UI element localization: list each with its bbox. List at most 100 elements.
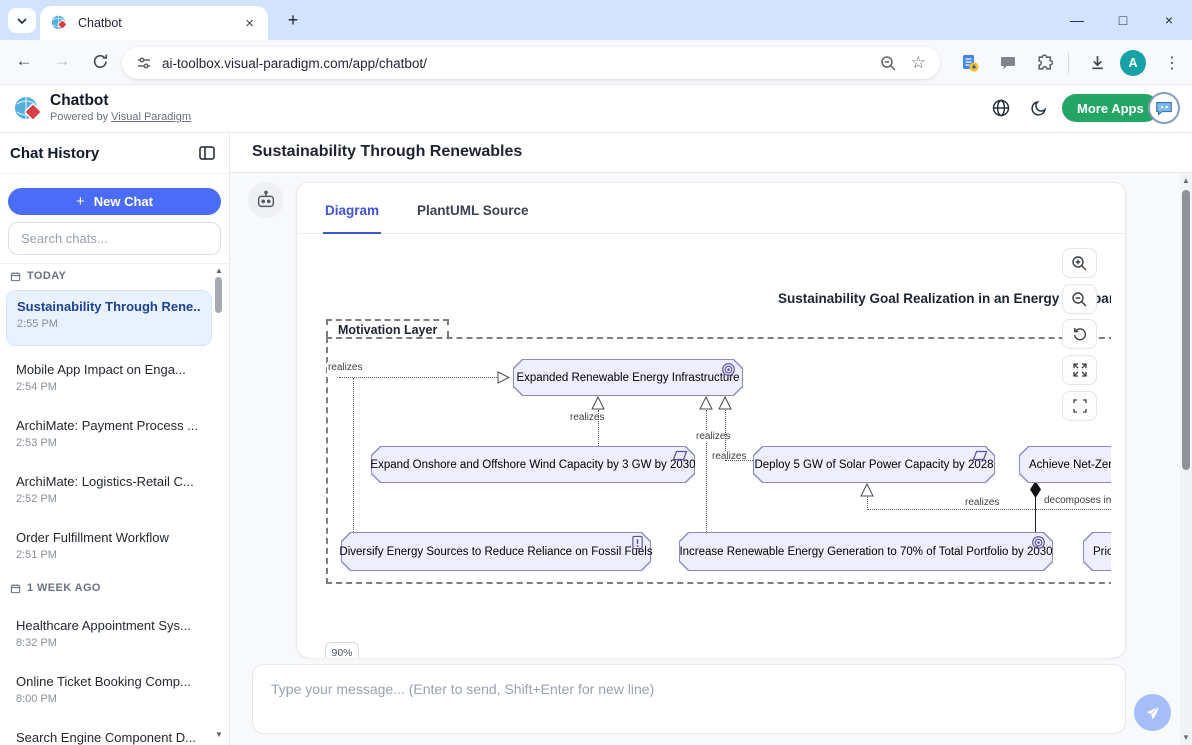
plus-icon: + <box>76 193 85 210</box>
app-title: Chatbot <box>50 92 109 109</box>
realization-line <box>339 377 497 378</box>
calendar-icon <box>10 271 21 281</box>
chat-item[interactable]: Search Engine Component D... <box>16 730 196 745</box>
realization-arrowhead <box>591 395 605 410</box>
edge-label-realizes: realizes <box>327 362 364 374</box>
address-bar[interactable]: ai-toolbox.visual-paradigm.com/app/chatb… <box>122 47 940 79</box>
main-panel: Sustainability Through Renewables Diagra… <box>230 133 1192 745</box>
language-globe-icon[interactable] <box>991 98 1011 118</box>
goal-icon <box>721 362 736 382</box>
sidebar-title: Chat History <box>10 145 100 162</box>
bookmark-star-icon[interactable]: ☆ <box>910 53 926 72</box>
sidebar-collapse-icon[interactable] <box>198 144 216 167</box>
card-tabs: Diagram PlantUML Source <box>297 183 1125 234</box>
download-icon[interactable] <box>1085 40 1109 85</box>
edge-label-realizes: realizes <box>695 431 732 443</box>
goal-icon <box>1031 535 1046 555</box>
visual-paradigm-link[interactable]: Visual Paradigm <box>111 111 192 123</box>
requirement-node: Deploy 5 GW of Solar Power Capacity by 2… <box>753 446 995 483</box>
chat-item[interactable]: Mobile App Impact on Enga... 2:54 PM <box>16 362 186 393</box>
tab-plantuml-source[interactable]: PlantUML Source <box>417 203 529 218</box>
chat-item[interactable]: Order Fulfillment Workflow 2:51 PM <box>16 530 169 561</box>
chat-item[interactable]: Online Ticket Booking Comp... 8:00 PM <box>16 674 191 705</box>
docs-offline-icon[interactable] <box>958 40 982 85</box>
tab-diagram[interactable]: Diagram <box>323 203 382 234</box>
realization-line <box>725 460 753 461</box>
realization-line <box>867 497 868 510</box>
goal-node: Prior <box>1083 532 1111 571</box>
principle-icon <box>631 535 644 555</box>
chat-item[interactable]: ArchiMate: Payment Process ... 2:53 PM <box>16 418 199 449</box>
motivation-layer-boundary <box>326 337 1111 584</box>
tab-search-chevron-icon[interactable] <box>8 8 36 33</box>
sidebar-scrollbar-thumb[interactable] <box>215 277 222 313</box>
chat-item[interactable]: Healthcare Appointment Sys... 8:32 PM <box>16 618 191 649</box>
diagram-expand-button[interactable] <box>1062 355 1097 385</box>
diagram-zoom-level-badge: 90% <box>325 642 359 658</box>
new-chat-button[interactable]: + New Chat <box>8 188 221 215</box>
zoom-out-page-icon[interactable] <box>880 55 897 72</box>
diagram-reset-view-button[interactable] <box>1062 319 1097 349</box>
diagram-card: Diagram PlantUML Source Sustainability G… <box>296 182 1126 658</box>
search-chats-input[interactable] <box>8 222 221 255</box>
page-scroll-down-icon[interactable]: ▼ <box>1182 733 1190 742</box>
send-button[interactable] <box>1134 694 1171 731</box>
requirement-icon <box>972 449 988 468</box>
window-controls: — □ × <box>1054 0 1192 40</box>
chat-item-selected[interactable]: Sustainability Through Rene... 2:55 PM <box>6 290 212 346</box>
url-text[interactable]: ai-toolbox.visual-paradigm.com/app/chatb… <box>162 55 427 71</box>
sidebar-scroll-down-icon[interactable]: ▼ <box>215 730 223 739</box>
realization-line <box>353 378 354 532</box>
diagram-fullscreen-button[interactable] <box>1062 391 1097 421</box>
diagram-zoom-in-button[interactable] <box>1062 248 1097 278</box>
maximize-button[interactable]: □ <box>1118 12 1128 28</box>
extensions-puzzle-icon[interactable] <box>1033 40 1057 85</box>
goal-node: Increase Renewable Energy Generation to … <box>679 532 1053 571</box>
sidebar-divider <box>0 173 229 174</box>
chat-item[interactable]: ArchiMate: Logistics-Retail C... 2:52 PM <box>16 474 194 505</box>
browser-tab[interactable]: Chatbot × <box>40 6 268 40</box>
edge-label-realizes: realizes <box>569 412 606 424</box>
edge-label-realizes: realizes <box>711 451 748 463</box>
principle-node: Diversify Energy Sources to Reduce Relia… <box>339 532 653 571</box>
chat-title-bar: Sustainability Through Renewables <box>230 133 1192 173</box>
back-button[interactable]: ← <box>15 51 33 70</box>
minimize-button[interactable]: — <box>1070 12 1084 28</box>
composition-diamond <box>1030 481 1041 498</box>
comment-bubble-icon[interactable] <box>996 40 1020 85</box>
goal-node: Expanded Renewable Energy Infrastructure <box>513 359 743 396</box>
browser-menu-kebab-icon[interactable]: ⋮ <box>1164 54 1180 72</box>
close-button[interactable]: × <box>1164 12 1174 28</box>
requirement-node: Expand Onshore and Offshore Wind Capacit… <box>370 446 696 483</box>
visual-paradigm-logo <box>12 94 42 124</box>
realization-line <box>706 410 707 532</box>
realization-line <box>725 410 726 461</box>
chat-history-sidebar: Chat History + New Chat TODAY Sustainabi… <box>0 133 230 745</box>
dark-mode-moon-icon[interactable] <box>1030 99 1048 117</box>
tab-favicon-icon <box>50 14 68 32</box>
realization-line <box>867 509 1111 510</box>
profile-avatar[interactable]: A <box>1120 50 1146 76</box>
paper-plane-icon <box>1146 705 1160 719</box>
site-info-icon[interactable] <box>136 55 152 71</box>
new-tab-button[interactable]: + <box>287 9 299 30</box>
realization-arrowhead <box>497 371 511 384</box>
diagram-zoom-out-button[interactable] <box>1062 284 1097 314</box>
realization-arrowhead <box>860 482 874 497</box>
reload-button[interactable] <box>88 53 112 75</box>
chatbot-avatar-icon[interactable] <box>1148 92 1180 124</box>
sidebar-scroll-up-icon[interactable]: ▲ <box>215 266 223 275</box>
app-header: Chatbot Powered by Visual Paradigm More … <box>0 85 1192 133</box>
sidebar-divider <box>0 263 229 264</box>
message-input[interactable] <box>253 665 1125 733</box>
page-scrollbar-thumb[interactable] <box>1182 190 1190 470</box>
forward-button[interactable]: → <box>53 51 71 70</box>
more-apps-button[interactable]: More Apps <box>1062 94 1159 122</box>
search-chats <box>8 222 221 255</box>
tab-close-icon[interactable]: × <box>245 14 254 32</box>
realization-arrowhead <box>718 395 732 410</box>
page-scroll-up-icon[interactable]: ▲ <box>1182 176 1190 185</box>
section-header-today: TODAY <box>10 270 66 282</box>
message-input-bar <box>252 664 1126 734</box>
